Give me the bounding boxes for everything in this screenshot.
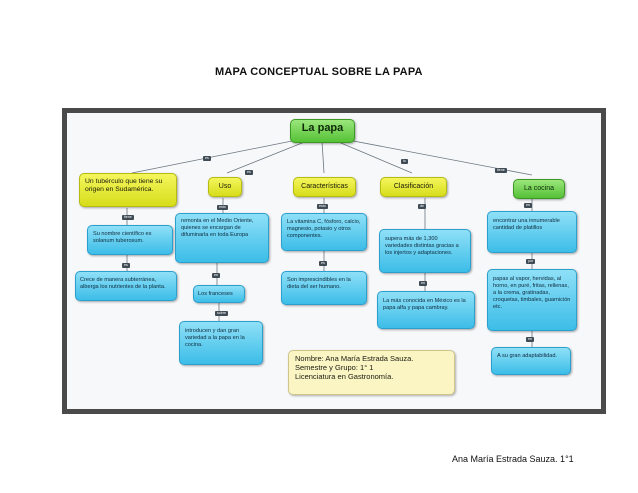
concept-mexico-varieties[interactable]: La más conocida en México es la papa alf…: [377, 291, 475, 329]
link-tag: sobre: [215, 311, 228, 316]
link-tag: en: [419, 281, 427, 286]
branch-origin[interactable]: Un tubérculo que tiene su origen en Suda…: [79, 173, 177, 207]
concept-preparations[interactable]: papas al vapor, hervidas, al horno, en p…: [487, 269, 577, 331]
link-tag: tiene: [495, 168, 507, 173]
branch-clasificacion[interactable]: Clasificación: [380, 177, 447, 197]
link-tag: es: [203, 156, 211, 161]
link-tag: tiene: [122, 215, 134, 220]
link-tag: es: [122, 263, 130, 268]
link-tag: esto: [317, 204, 328, 209]
concept-map-canvas: es es lo tiene tiene es esto en sobre es…: [67, 113, 601, 409]
concept-map-frame: es es lo tiene tiene es esto en sobre es…: [62, 108, 606, 414]
link-tag: es: [245, 170, 253, 175]
connector-line: [321, 140, 325, 174]
semester-group: Semestre y Grupo: 1° 1: [295, 363, 374, 372]
link-tag: en: [526, 337, 534, 342]
student-name: Nombre: Ana María Estrada Sauza.: [295, 354, 414, 363]
branch-uso[interactable]: Uso: [208, 177, 242, 197]
link-tag: en: [212, 273, 220, 278]
link-tag: en: [524, 203, 532, 208]
concept-underground-growth[interactable]: Crece de manera subterránea, alberga los…: [75, 271, 177, 301]
branch-caracteristicas[interactable]: Características: [293, 177, 356, 197]
degree-program: Licenciatura en Gastronomía.: [295, 372, 394, 381]
document-title: MAPA CONCEPTUAL SOBRE LA PAPA: [215, 66, 423, 78]
concept-dishes[interactable]: encontrar una innumerable cantidad de pl…: [487, 211, 577, 253]
root-node[interactable]: La papa: [290, 119, 355, 143]
concept-middle-east-origin[interactable]: remonta en el Medio Oriente, quienes se …: [175, 213, 269, 263]
student-info-box: Nombre: Ana María Estrada Sauza. Semestr…: [288, 350, 455, 395]
concept-essential-diet[interactable]: Son imprescindibles en la dieta del ser …: [281, 271, 367, 305]
concept-french[interactable]: Los franceses: [193, 285, 245, 303]
link-tag: por: [526, 259, 536, 264]
concept-french-variety[interactable]: introducen y dan gran variedad a la papa…: [179, 321, 263, 365]
concept-adaptability[interactable]: A su gran adaptabilidad.: [491, 347, 571, 375]
concept-nutrients[interactable]: La vitamina C, fósforo, calcio, magnesio…: [281, 213, 367, 251]
branch-la-cocina[interactable]: La cocina: [513, 179, 565, 199]
link-tag: esto: [217, 205, 228, 210]
document-footer: Ana María Estrada Sauza. 1°1: [452, 454, 574, 464]
link-tag: es: [319, 261, 327, 266]
concept-varieties[interactable]: supera más de 1,300 variedades distintas…: [379, 229, 471, 273]
link-tag: de: [418, 204, 426, 209]
link-tag: lo: [401, 159, 408, 164]
concept-scientific-name[interactable]: Su nombre científico es solanum tuberosu…: [87, 225, 173, 255]
